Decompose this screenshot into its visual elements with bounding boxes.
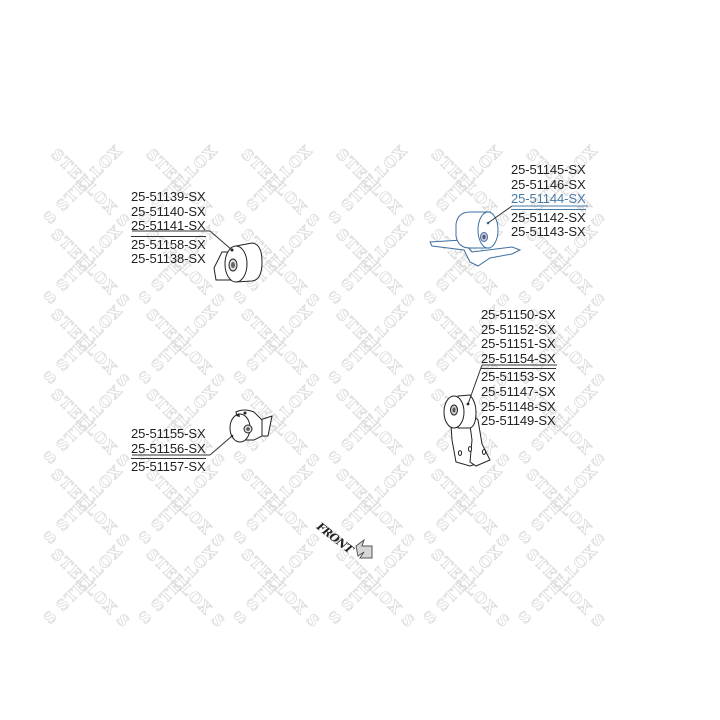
callout-divider bbox=[511, 208, 586, 210]
callout-lower-left: 25-51155-SX 25-51156-SX 25-51157-SX bbox=[131, 426, 206, 475]
front-arrow-icon bbox=[355, 538, 373, 559]
part-number[interactable]: 25-51157-SX bbox=[131, 459, 206, 475]
part-number[interactable]: 25-51138-SX bbox=[131, 251, 206, 267]
part-number[interactable]: 25-51142-SX bbox=[511, 209, 586, 225]
part-number[interactable]: 25-51146-SX bbox=[511, 176, 586, 192]
engine-mount-lower-right[interactable] bbox=[443, 394, 491, 467]
part-number[interactable]: 25-51153-SX bbox=[481, 369, 556, 385]
part-number[interactable]: 25-51145-SX bbox=[511, 162, 586, 177]
part-number[interactable]: 25-51140-SX bbox=[131, 203, 206, 219]
part-number[interactable]: 25-51147-SX bbox=[481, 383, 556, 399]
part-number[interactable]: 25-51151-SX bbox=[481, 336, 556, 352]
leader-line bbox=[209, 230, 233, 251]
part-number-highlighted[interactable]: 25-51144-SX bbox=[511, 191, 586, 207]
leader-line bbox=[467, 364, 483, 405]
part-number[interactable]: 25-51141-SX bbox=[131, 218, 206, 234]
callout-upper-right: 25-51145-SX 25-51146-SX 25-51144-SX 25-5… bbox=[511, 162, 586, 240]
callout-divider bbox=[131, 235, 206, 237]
callout-upper-left: 25-51139-SX 25-51140-SX 25-51141-SX 25-5… bbox=[131, 189, 206, 267]
part-number[interactable]: 25-51154-SX bbox=[481, 350, 556, 366]
callout-lower-right: 25-51150-SX 25-51152-SX 25-51151-SX 25-5… bbox=[481, 307, 556, 429]
part-number[interactable]: 25-51143-SX bbox=[511, 224, 586, 240]
part-number[interactable]: 25-51148-SX bbox=[481, 398, 556, 414]
part-number[interactable]: 25-51152-SX bbox=[481, 321, 556, 337]
leader-line bbox=[487, 205, 513, 224]
part-number[interactable]: 25-51156-SX bbox=[131, 440, 206, 456]
leader-line bbox=[209, 435, 233, 456]
callout-divider bbox=[481, 368, 556, 370]
part-number[interactable]: 25-51139-SX bbox=[131, 189, 206, 204]
part-number[interactable]: 25-51150-SX bbox=[481, 307, 556, 322]
part-number[interactable]: 25-51158-SX bbox=[131, 236, 206, 252]
part-number[interactable]: 25-51149-SX bbox=[481, 413, 556, 429]
part-number[interactable]: 25-51155-SX bbox=[131, 426, 206, 441]
callout-divider bbox=[131, 458, 206, 460]
engine-mount-upper-right[interactable] bbox=[429, 211, 522, 267]
engine-mount-upper-left[interactable] bbox=[213, 242, 263, 283]
engine-mount-lower-left[interactable] bbox=[229, 409, 273, 443]
